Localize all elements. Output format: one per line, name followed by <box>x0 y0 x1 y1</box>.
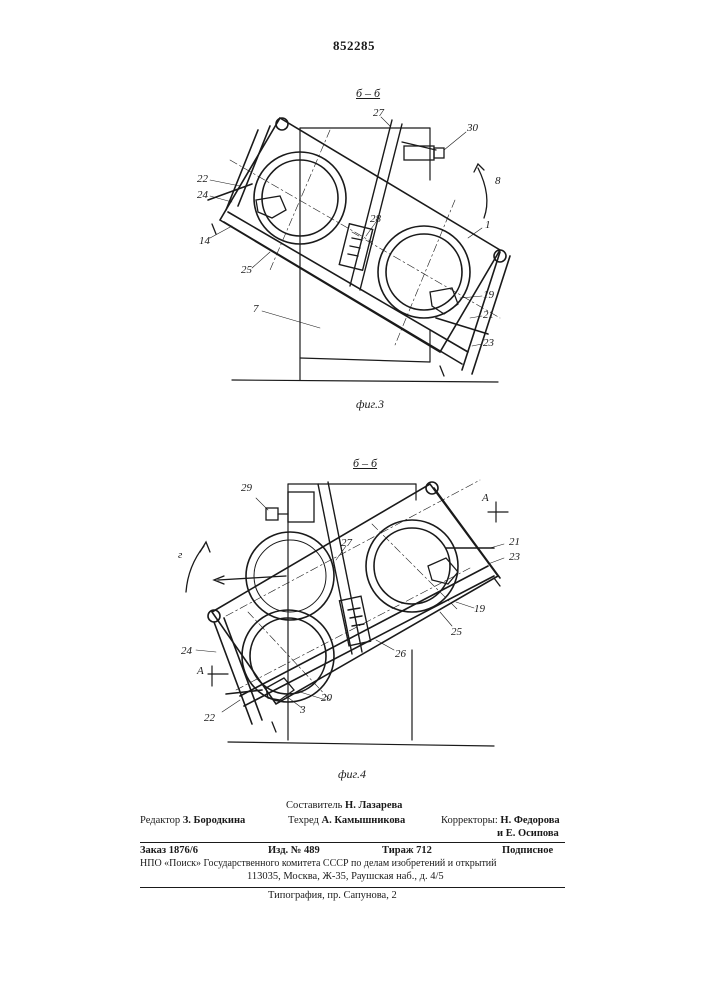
techred-name: А. Камышникова <box>322 815 406 826</box>
edition-value: 489 <box>304 845 320 856</box>
compiler-role: Составитель <box>286 800 342 811</box>
fig4-label-3: 3 <box>300 704 306 716</box>
fig4-label-g: г <box>178 549 182 561</box>
fig4-label-29: 29 <box>241 482 252 494</box>
printing-line: Типография, пр. Сапунова, 2 <box>268 890 397 901</box>
fig4-label-22: 22 <box>204 712 215 724</box>
correctors-line: Корректоры: Н. Федорова <box>441 815 560 826</box>
fig4-label-26: 26 <box>395 648 406 660</box>
corrector-2-line: и Е. Осипова <box>497 828 559 839</box>
editor-name: З. Бородкина <box>183 815 245 826</box>
credits-rule-top <box>140 842 565 843</box>
order-label: Заказ <box>140 845 166 856</box>
compiler-name: Н. Лазарева <box>345 800 402 811</box>
fig4-label-23: 23 <box>509 551 520 563</box>
fig4-label-21: 21 <box>509 536 520 548</box>
order-value: 1876/6 <box>169 845 198 856</box>
fig4-actuator <box>186 492 314 592</box>
corrector-2-prefix: и <box>497 828 503 839</box>
subscription-label: Подписное <box>502 845 553 856</box>
order-line: Заказ 1876/6 <box>140 845 198 856</box>
fig4-label-19: 19 <box>474 603 485 615</box>
fig4-section-label: б – б <box>353 456 377 471</box>
circulation-label: Тираж <box>382 845 414 856</box>
edition-label: Изд. № <box>268 845 301 856</box>
fig4-lever <box>318 482 371 654</box>
fig4-label-A-top: А <box>482 492 489 504</box>
circulation-value: 712 <box>416 845 432 856</box>
editor-line: Редактор З. Бородкина <box>140 815 245 826</box>
correctors-role: Корректоры: <box>441 815 498 826</box>
edition-line: Изд. № 489 <box>268 845 320 856</box>
fig4-label-24: 24 <box>181 645 192 657</box>
editor-role: Редактор <box>140 815 180 826</box>
circulation-line: Тираж 712 <box>382 845 432 856</box>
techred-role: Техред <box>288 815 319 826</box>
fig4-tilted-frame <box>208 482 500 724</box>
address-line: 113035, Москва, Ж-35, Раушская наб., д. … <box>247 871 444 882</box>
fig4-label-A-bottom: А <box>197 665 204 677</box>
corrector-1: Н. Федорова <box>500 815 559 826</box>
corrector-2: Е. Осипова <box>506 828 559 839</box>
techred-line: Техред А. Камышникова <box>288 815 405 826</box>
fig4-label-27: 27 <box>341 537 352 549</box>
fig4-label-20: 20 <box>321 692 332 704</box>
credits-rule-bottom <box>140 887 565 888</box>
compiler-line: Составитель Н. Лазарева <box>286 800 402 811</box>
fig4-label-25: 25 <box>451 626 462 638</box>
organization-line: НПО «Поиск» Государственного комитета СС… <box>140 858 497 869</box>
fig4-caption: фиг.4 <box>338 767 366 782</box>
